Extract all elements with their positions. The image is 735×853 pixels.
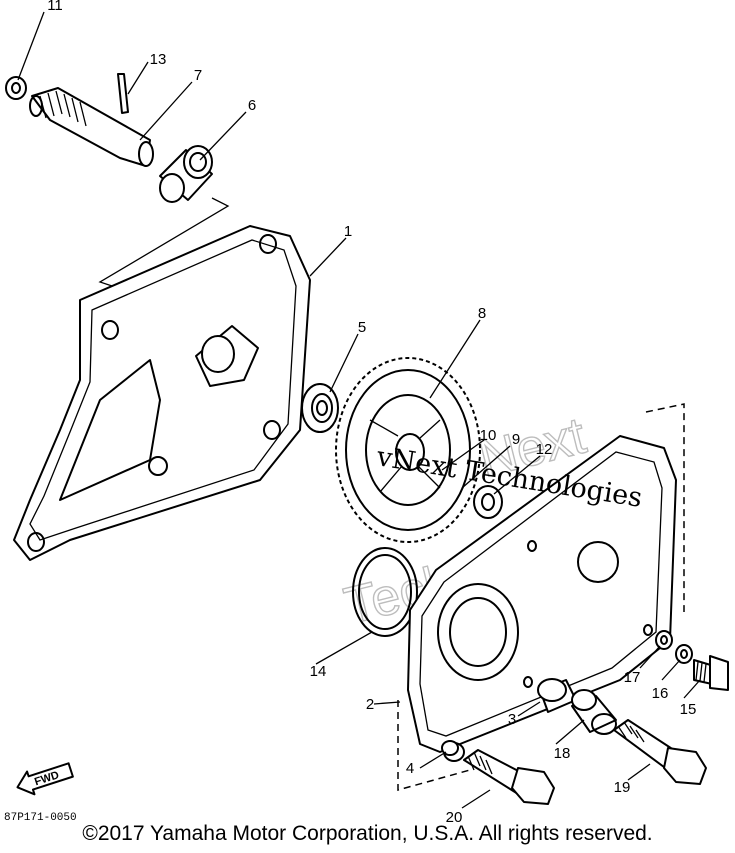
callout-8: 8 — [478, 305, 486, 322]
part-11-washer — [5, 76, 27, 100]
callout-11: 11 — [47, 0, 63, 14]
callout-13: 13 — [150, 51, 167, 68]
callout-10: 10 — [480, 427, 497, 444]
plate-bracket-dashed — [397, 403, 685, 791]
callout-6: 6 — [248, 97, 256, 114]
callout-1: 1 — [344, 223, 352, 240]
callout-18: 18 — [554, 745, 571, 762]
callout-16: 16 — [652, 685, 669, 702]
callout-4: 4 — [406, 760, 414, 777]
part-6-bushing — [159, 145, 213, 203]
diagram-code: 87P171-0050 — [4, 812, 77, 824]
callout-7: 7 — [194, 67, 202, 84]
callout-20: 20 — [446, 809, 463, 826]
callout-19: 19 — [614, 779, 631, 796]
callout-9: 9 — [512, 431, 520, 448]
callout-2: 2 — [366, 696, 374, 713]
leader-lines — [17, 11, 701, 809]
fwd-arrow-icon: FWD — [16, 762, 74, 796]
copyright-notice: ©2017 Yamaha Motor Corporation, U.S.A. A… — [82, 822, 653, 845]
part-18-collar — [571, 689, 617, 735]
callout-14: 14 — [310, 663, 327, 680]
part-2-plate — [397, 403, 685, 791]
part-13-pin — [117, 73, 129, 114]
part-16-washer — [675, 644, 693, 664]
part-20-bolt — [463, 749, 555, 805]
callout-12: 12 — [536, 441, 553, 458]
callout-3: 3 — [508, 711, 516, 728]
part-8-gear — [335, 357, 481, 543]
callout-15: 15 — [680, 701, 697, 718]
part-17-washer — [655, 630, 673, 650]
callout-5: 5 — [358, 319, 366, 336]
callout-17: 17 — [624, 669, 641, 686]
part-15-bolt — [693, 655, 729, 691]
callout-labels: 11 13 7 6 1 5 8 10 9 12 14 2 17 16 15 3 … — [47, 0, 696, 826]
part-14-oring — [352, 547, 418, 637]
part-3-collar — [537, 678, 577, 713]
part-1-cover — [13, 225, 311, 561]
part-7-shaft — [29, 87, 154, 167]
part-19-bolt — [613, 719, 707, 785]
part-4-dowel — [441, 740, 465, 762]
part-5-bearing — [301, 383, 339, 433]
